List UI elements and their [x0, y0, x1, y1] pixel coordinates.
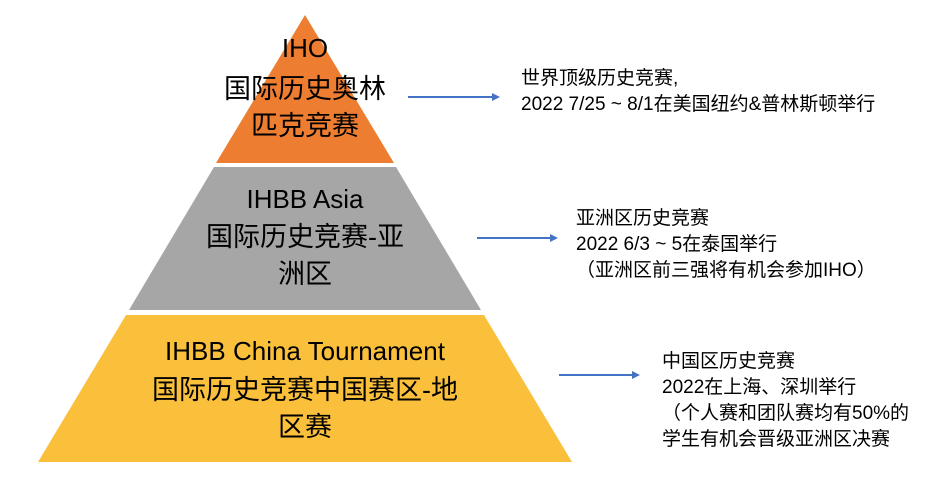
arrow-right-icon [559, 371, 640, 379]
annotation-line: 学生有机会晋级亚洲区决赛 [662, 429, 891, 450]
annotation-line: （亚洲区前三强将有机会参加IHO） [576, 260, 876, 281]
tier-china-title: IHBB China Tournament [165, 336, 445, 366]
tier-asia-name-zh: 国际历史竞赛-亚 洲区 [105, 219, 505, 293]
arrow-right-icon [477, 234, 558, 242]
tier-asia-title: IHBB Asia [246, 184, 364, 214]
tier-iho-name-zh: 国际历史奥林 匹克竞赛 [105, 71, 505, 145]
arrow-right-icon [408, 93, 500, 101]
annotation-line: （个人赛和团队赛均有50%的 [662, 403, 910, 424]
annotation-line: 2022 6/3 ~ 5在泰国举行 [576, 234, 778, 255]
annotation-line: 2022 7/25 ~ 8/1在美国纽约&普林斯顿举行 [521, 94, 876, 115]
annotation-china: 中国区历史竞赛 2022在上海、深圳举行 （个人赛和团队赛均有50%的 学生有机… [662, 349, 909, 453]
tier-iho-name-line2: 匹克竞赛 [251, 111, 359, 141]
annotation-line: 中国区历史竞赛 [662, 351, 796, 372]
annotation-asia: 亚洲区历史竞赛 2022 6/3 ~ 5在泰国举行 （亚洲区前三强将有机会参加I… [576, 206, 876, 284]
tier-asia-name-line1: 国际历史竞赛-亚 [206, 222, 404, 252]
tier-asia-name-line2: 洲区 [278, 259, 332, 289]
annotation-iho: 世界顶级历史竞赛, 2022 7/25 ~ 8/1在美国纽约&普林斯顿举行 [521, 66, 875, 118]
tier-china-name-line1: 国际历史竞赛中国赛区-地 [152, 375, 458, 405]
tier-iho-name-line1: 国际历史奥林 [224, 74, 386, 104]
annotation-line: 2022在上海、深圳举行 [662, 377, 857, 398]
annotation-line: 亚洲区历史竞赛 [576, 208, 710, 229]
annotation-line: 世界顶级历史竞赛, [521, 68, 679, 89]
tier-china-name-zh: 国际历史竞赛中国赛区-地 区赛 [105, 372, 505, 446]
tier-china-name-line2: 区赛 [278, 412, 332, 442]
pyramid-tier-ihbb-china [38, 315, 572, 462]
tier-iho-title: IHO [281, 33, 329, 63]
